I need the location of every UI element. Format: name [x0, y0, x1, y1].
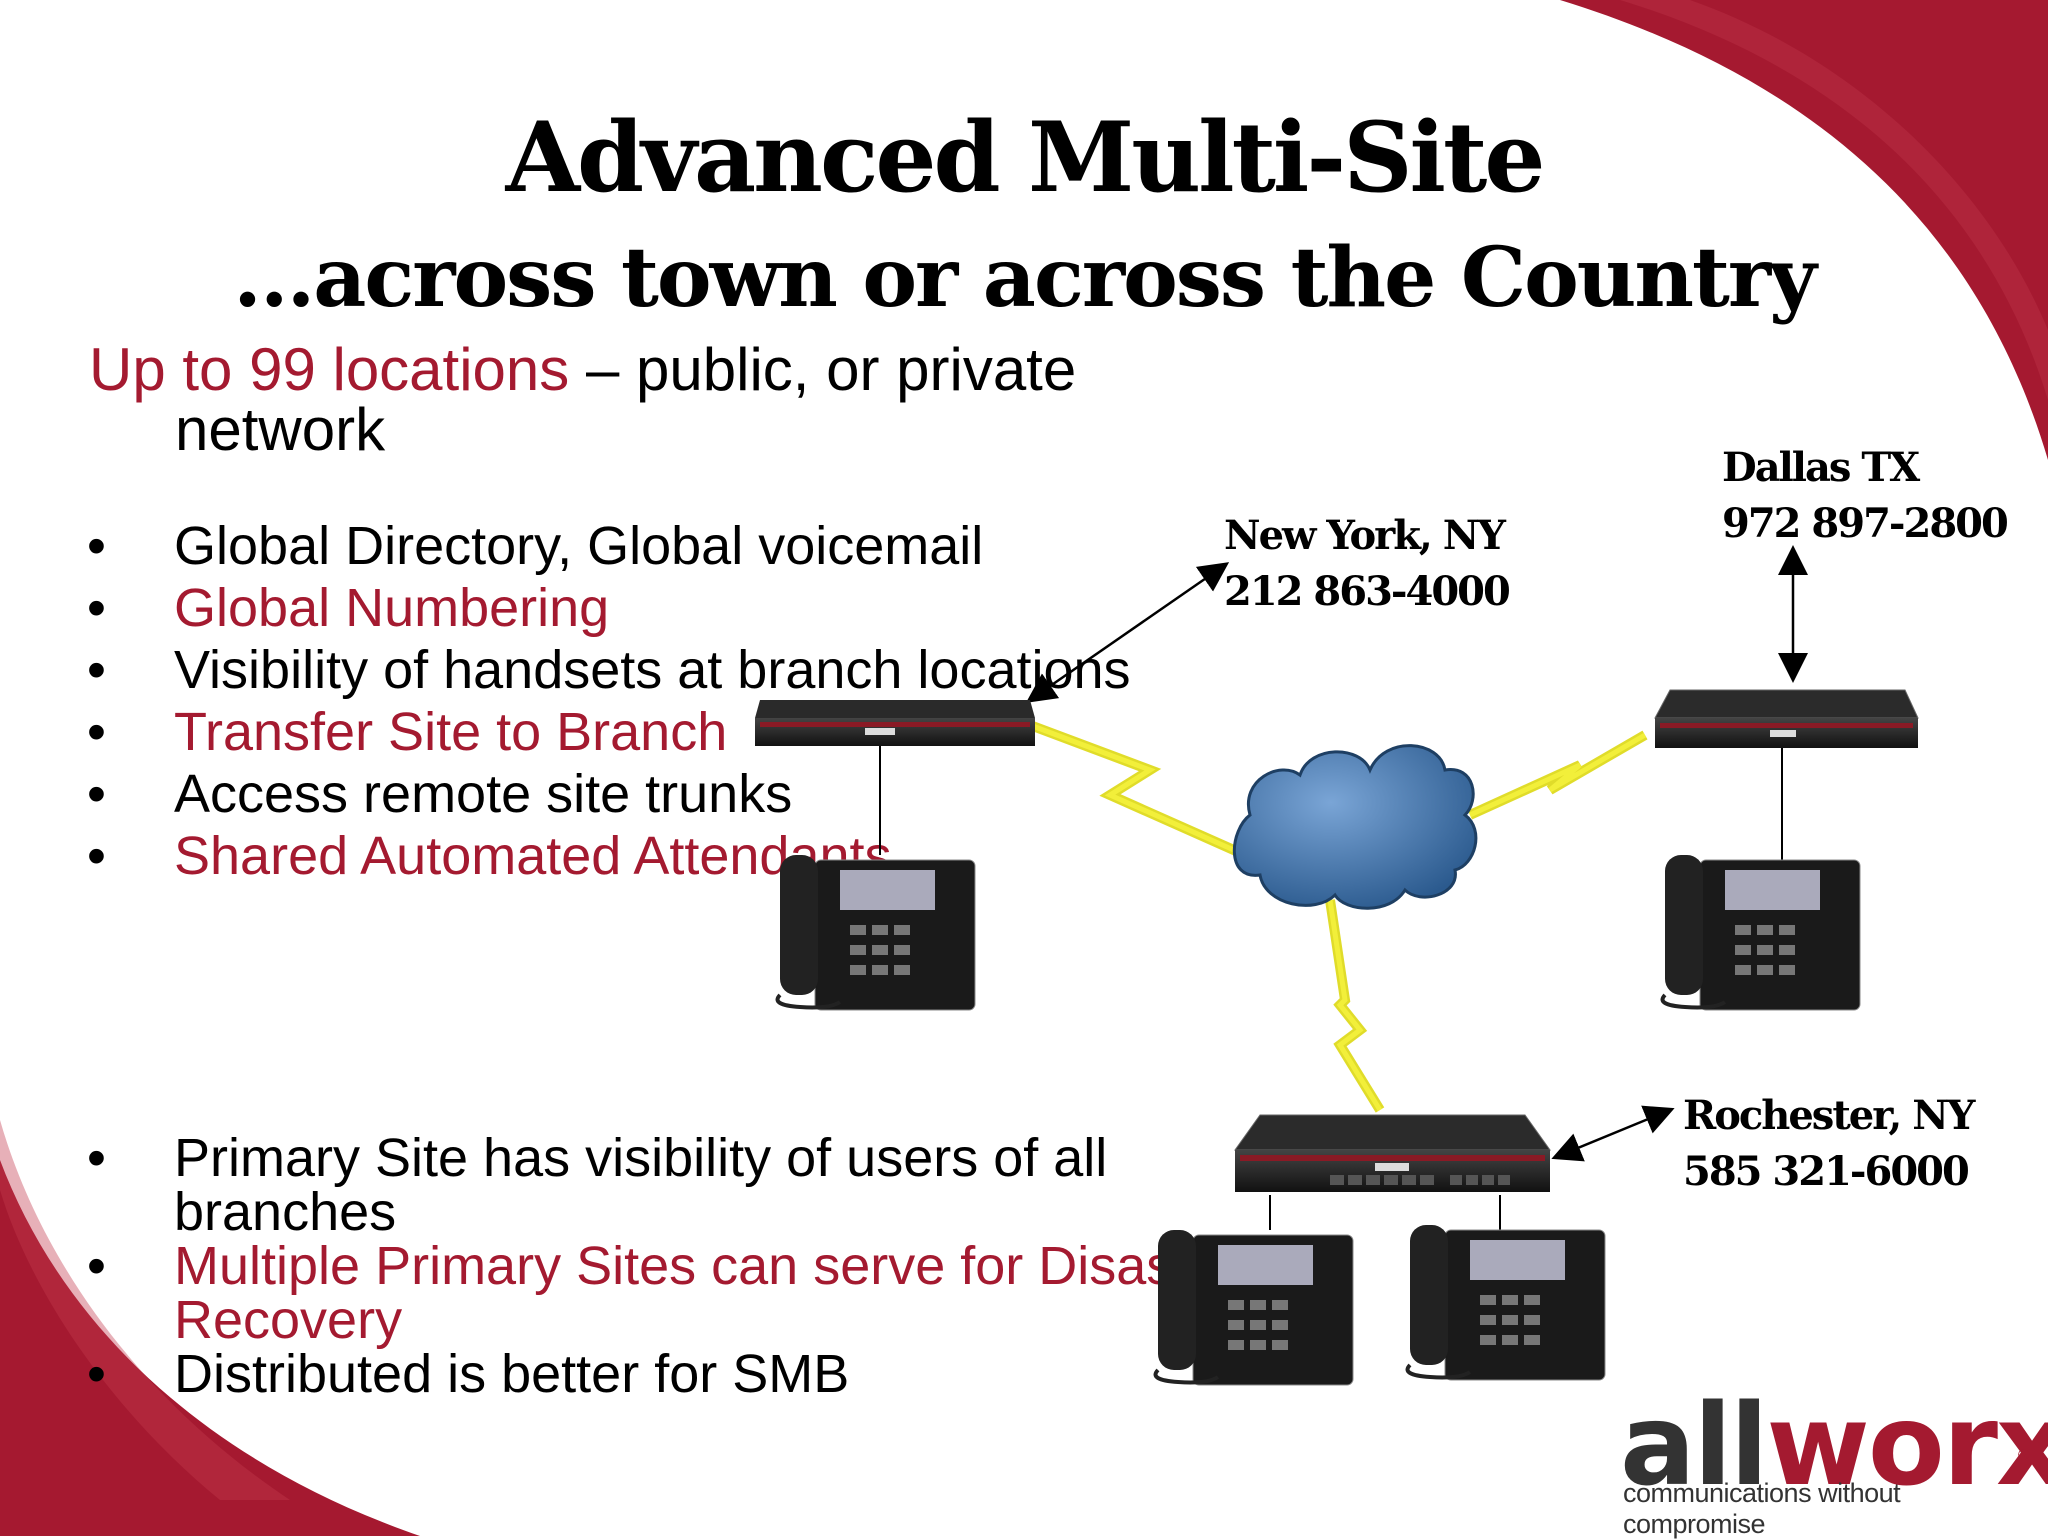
- allworx-logo: allworx: [1620, 1381, 2048, 1511]
- lead-highlight: Up to 99 locations: [89, 336, 570, 403]
- feature-list-top: Global Directory, Global voicemail Globa…: [87, 515, 1131, 887]
- list-item-continuation: branches: [174, 1182, 397, 1242]
- top-right-swoosh-highlight: [1620, 0, 2048, 400]
- list-item: Global Numbering: [87, 577, 1131, 639]
- rochester-pbx-device-icon: [1234, 1114, 1551, 1192]
- location-name: Dallas TX: [1722, 444, 1920, 491]
- dallas-desk-phone-icon: [1660, 855, 1861, 1011]
- lead-statement: Up to 99 locations – public, or private …: [89, 340, 1076, 460]
- lead-rest: – public, or private: [569, 336, 1077, 403]
- ny-pbx-device-icon: [755, 700, 1035, 746]
- location-newyork: New York, NY 212 863-4000: [1224, 508, 1511, 620]
- logo-tagline: communications without compromise: [1623, 1478, 1901, 1539]
- lightning-bolt-ny-core: [1029, 722, 1247, 858]
- list-item: Shared Automated Attendants: [87, 825, 1131, 887]
- dallas-pbx-device-icon: [1654, 689, 1919, 748]
- top-right-swoosh: [1560, 0, 2048, 460]
- location-name: New York, NY: [1224, 512, 1506, 559]
- location-phone: 972 897-2800: [1722, 500, 2009, 547]
- ny-arrow: [1025, 562, 1230, 703]
- ny-desk-phone-icon: [775, 855, 976, 1011]
- list-item: Primary Site has visibility of users of …: [87, 1128, 1236, 1242]
- list-item: Distributed is better for SMB: [87, 1346, 1236, 1402]
- lead-continuation: network: [175, 396, 386, 463]
- slide-title: Advanced Multi-Site: [505, 101, 1546, 214]
- location-name: Rochester, NY: [1683, 1092, 1975, 1139]
- feature-list-bottom: Primary Site has visibility of users of …: [87, 1128, 1237, 1402]
- list-item-text: Primary Site has visibility of users of …: [174, 1128, 1108, 1188]
- location-phone: 585 321-6000: [1683, 1148, 1970, 1195]
- lightning-bolt-rochester-core: [1327, 899, 1383, 1112]
- list-item: Global Directory, Global voicemail: [87, 515, 1131, 577]
- list-item: Access remote site trunks: [87, 763, 1131, 825]
- lightning-bolt-dallas-core: [1468, 732, 1647, 818]
- lightning-bolt-ny: [1028, 720, 1248, 860]
- list-item: Transfer Site to Branch: [87, 701, 1131, 763]
- slide-subtitle: …across town or across the Country: [233, 230, 1817, 326]
- bottom-left-swoosh-highlight: [0, 1120, 290, 1500]
- list-item: Multiple Primary Sites can serve for Dis…: [87, 1236, 1237, 1350]
- rochester-desk-phone-icon: [1405, 1225, 1606, 1381]
- bottom-left-swoosh: [0, 1160, 420, 1536]
- location-dallas: Dallas TX 972 897-2800: [1722, 440, 2009, 552]
- list-item-continuation: Recovery: [174, 1290, 403, 1350]
- location-rochester: Rochester, NY 585 321-6000: [1683, 1088, 1975, 1200]
- list-item: Visibility of handsets at branch locatio…: [87, 639, 1131, 701]
- network-cloud-icon: [1232, 744, 1478, 910]
- rochester-desk-phone-icon: [1153, 1230, 1354, 1386]
- registered-mark: ®: [2018, 1447, 2030, 1464]
- rochester-arrow: [1551, 1105, 1675, 1162]
- list-item-text: Multiple Primary Sites can serve for Dis…: [174, 1236, 1237, 1296]
- location-phone: 212 863-4000: [1224, 568, 1511, 615]
